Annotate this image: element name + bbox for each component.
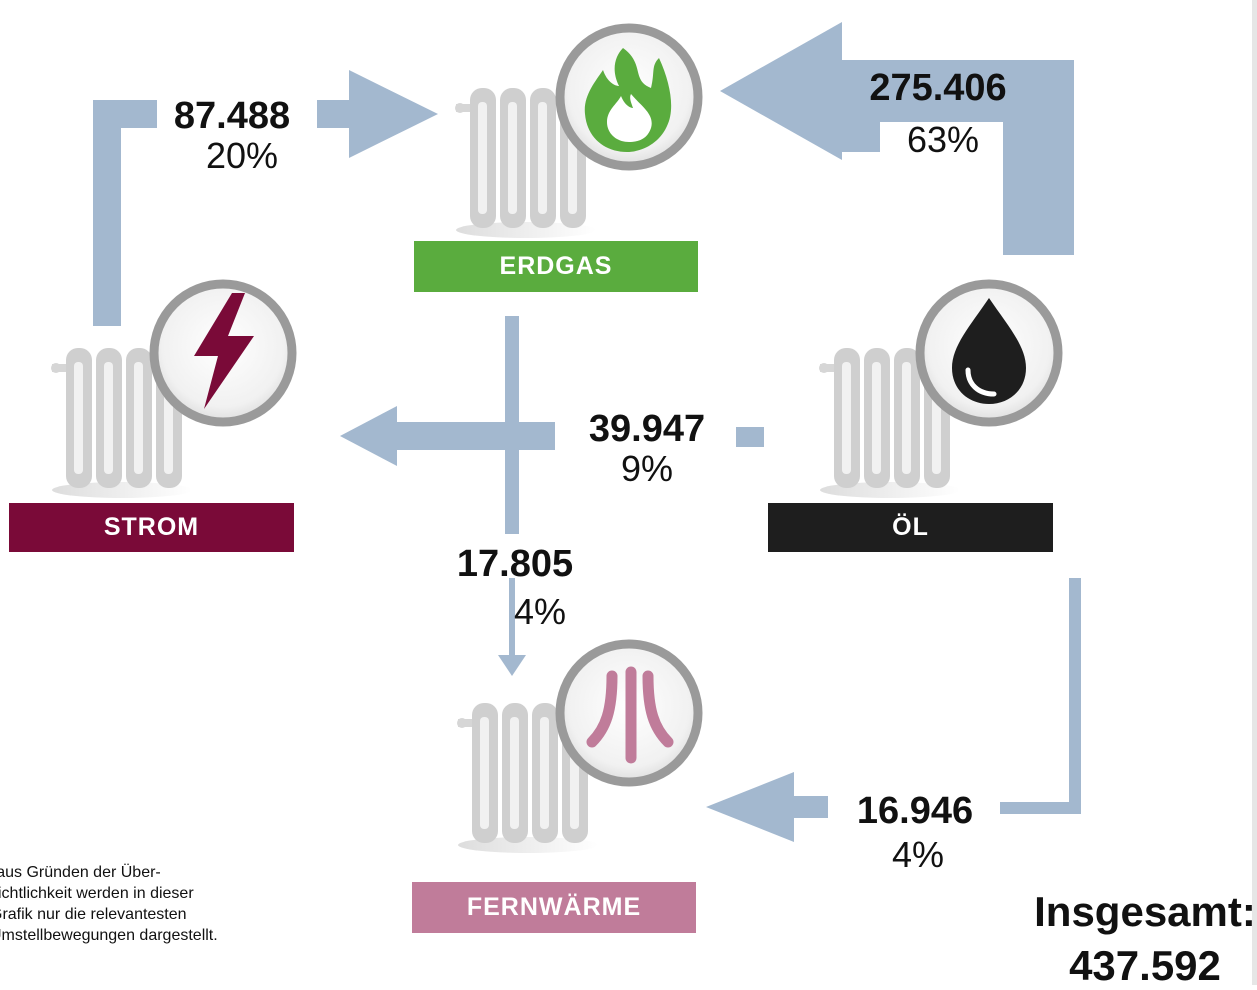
footnote-line: sichtlichkeit werden in dieser [0,885,194,902]
flow-percent: 63% [906,119,980,160]
arrows [93,22,1081,842]
flow-value: 275.406 [869,67,1007,109]
flow-percent: 4% [513,591,567,632]
flow-erdgas-to-fernwaerme: 17.805 4% [440,544,590,632]
flow-percent: 20% [205,135,279,176]
node-oel [819,279,1063,498]
category-label-fernwaerme: FERNWÄRME [412,882,696,933]
flow-oel-to-fernwaerme: 16.946 4% [840,791,990,875]
total-value: 437.592 [1069,942,1221,989]
flow-value: 39.947 [588,408,706,450]
arrow-erdgas-to-fernwaerme [498,316,526,676]
footnote-line: *aus Gründen der Über- [0,864,161,881]
category-label-oel: ÖL [768,503,1053,552]
arrow-oel-to-fernwaerme [706,578,1081,842]
lightning-icon [194,293,254,409]
arrow-oel-to-erdgas [720,22,1074,255]
flow-value: 87.488 [173,95,291,137]
node-erdgas [455,23,703,238]
footnote-line: Umstellbewegungen dargestellt. [0,927,218,944]
flow-value: 17.805 [456,543,574,585]
node-strom [51,279,297,498]
category-label-erdgas: ERDGAS [414,241,698,292]
category-label-strom: STROM [9,503,294,552]
heat-waves-icon [586,666,674,764]
total-label: Insgesamt: [1034,888,1256,935]
oil-drop-icon [952,298,1026,404]
flame-icon [584,48,672,152]
flow-strom-to-erdgas: 87.488 20% [157,96,307,176]
footnote: *aus Gründen der Über- sichtlichkeit wer… [0,862,300,946]
footnote-line: Grafik nur die relevantesten [0,906,187,923]
flow-percent: 9% [620,448,674,489]
node-fernwaerme [457,639,703,853]
flow-value: 16.946 [856,790,974,832]
arrow-oel-to-strom [340,406,764,466]
flow-oel-to-strom: 39.947 9% [572,409,722,489]
flow-oel-to-erdgas: 275.406 63% [848,68,1028,160]
arrow-strom-to-erdgas [93,70,438,326]
right-edge-strip [1252,0,1257,985]
flow-percent: 4% [891,834,945,875]
